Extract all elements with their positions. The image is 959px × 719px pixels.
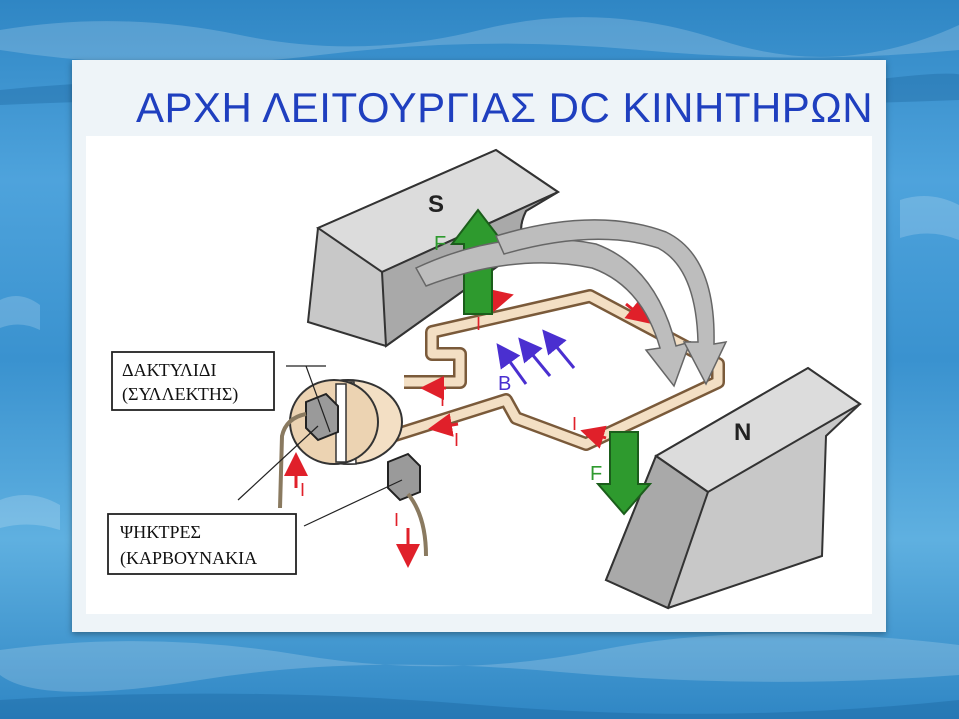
- current-label-top: I: [476, 314, 481, 334]
- leader-lines: [237, 365, 403, 527]
- field-arrows: [496, 329, 576, 385]
- north-magnet: [604, 366, 862, 610]
- force-label-bottom: F: [590, 463, 602, 485]
- slide-title: ΑΡΧΗ ΛΕΙΤΟΥΡΓΙΑΣ DC ΚΙΝΗΤΗΡΩΝ: [136, 84, 874, 131]
- dc-motor-diagram: S N I I I I I I I B F: [107, 148, 862, 610]
- current-label-lower: I: [454, 430, 459, 450]
- force-label-top: F: [434, 233, 446, 255]
- brush-label-line1: ΨΗΚΤΡΕΣ: [120, 522, 201, 542]
- force-arrow-down: [595, 431, 653, 516]
- brush-left: [278, 392, 339, 509]
- motor-diagram-figure: S N I I I I I I I B F: [86, 136, 872, 614]
- current-arrows: [284, 288, 651, 568]
- brush-label-box: ΨΗΚΤΡΕΣ (ΚΑΡΒΟΥΝΑΚΙΑ: [107, 513, 297, 575]
- ring-label-box: ΔΑΚΤΥΛΙΔΙ (ΣΥΛΛΕΚΤΗΣ): [111, 351, 275, 411]
- brush-right: [387, 452, 428, 557]
- field-b-label: B: [498, 373, 511, 395]
- ring-label-line2: (ΣΥΛΛΕΚΤΗΣ): [122, 384, 238, 405]
- pole-n-label: N: [734, 419, 751, 446]
- current-label-mid: I: [440, 390, 445, 410]
- ring-label-line1: ΔΑΚΤΥΛΙΔΙ: [122, 360, 216, 380]
- current-label-bottom: I: [572, 414, 577, 434]
- current-label-brush-right: I: [394, 510, 399, 530]
- pole-s-label: S: [428, 191, 444, 218]
- current-label-brush-left: I: [300, 480, 305, 500]
- rotation-arrows: [414, 219, 728, 388]
- brush-label-line2: (ΚΑΡΒΟΥΝΑΚΙΑ: [120, 548, 257, 569]
